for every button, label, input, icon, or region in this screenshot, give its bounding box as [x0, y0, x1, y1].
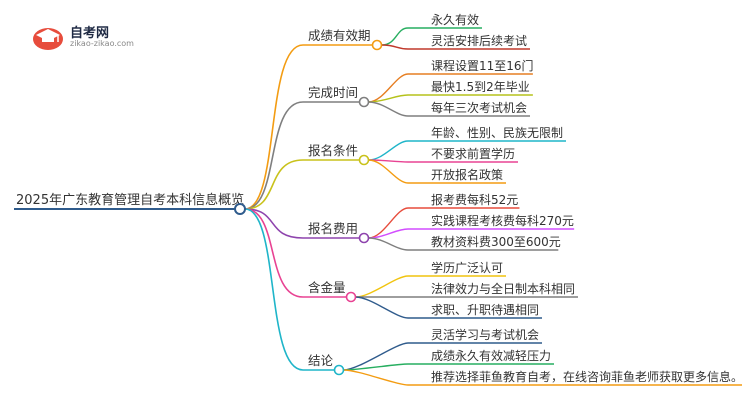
leaf-label: 最快1.5到2年毕业 — [431, 80, 530, 94]
site-logo[interactable]: 自考网 zikao-zikao.com — [30, 22, 150, 52]
root-node-circle[interactable] — [234, 203, 246, 215]
branch-label: 成绩有效期 — [308, 28, 371, 43]
leaf-label: 灵活安排后续考试 — [431, 33, 527, 48]
leaf-link — [381, 44, 409, 50]
leaf-label: 成绩永久有效减轻压力 — [431, 348, 551, 363]
branch-label: 完成时间 — [308, 85, 358, 100]
leaf-label: 实践课程考核费每科270元 — [431, 213, 574, 228]
leaf-link — [343, 369, 409, 386]
branch-label: 报名条件 — [308, 143, 358, 158]
leaf-label: 学历广泛认可 — [431, 260, 503, 275]
logo-name: 自考网 — [70, 26, 110, 41]
branch-link — [244, 159, 304, 210]
branch-label: 含金量 — [308, 280, 346, 295]
leaf-label: 课程设置11至16门 — [431, 58, 534, 73]
branch-label: 报名费用 — [308, 221, 358, 236]
branch-node-circle[interactable] — [345, 291, 357, 303]
leaf-label: 开放报名政策 — [431, 167, 503, 182]
leaf-link — [355, 296, 409, 319]
branch-link — [244, 208, 304, 298]
leaf-label: 推荐选择菲鱼教育自考，在线咨询菲鱼老师获取更多信息。 — [431, 369, 743, 384]
leaf-link — [368, 159, 409, 184]
branch-node-circle[interactable] — [371, 39, 383, 51]
root-label: 2025年广东教育管理自考本科信息概览 — [16, 192, 244, 208]
logo-url: zikao-zikao.com — [70, 39, 134, 48]
leaf-label: 报考费每科52元 — [431, 192, 518, 207]
branch-label: 结论 — [308, 353, 334, 368]
branch-node-circle[interactable] — [358, 96, 370, 108]
branch-node-circle[interactable] — [333, 364, 345, 376]
leaf-label: 每年三次考试机会 — [431, 100, 527, 115]
branch-node-circle[interactable] — [358, 232, 370, 244]
leaf-label: 灵活学习与考试机会 — [431, 327, 539, 342]
leaf-label: 年龄、性别、民族无限制 — [431, 126, 563, 140]
branch-node-circle[interactable] — [358, 154, 370, 166]
graduation-cap-icon — [33, 28, 63, 50]
leaf-link — [381, 27, 409, 46]
leaf-link — [368, 94, 409, 103]
leaf-link — [343, 342, 409, 371]
leaf-label: 不要求前置学历 — [431, 146, 515, 161]
leaf-label: 教材资料费300至600元 — [431, 234, 561, 249]
branch-link — [244, 208, 304, 239]
branch-link — [244, 208, 304, 371]
leaf-label: 永久有效 — [431, 12, 479, 27]
leaf-link — [368, 73, 409, 103]
branch-link — [244, 101, 304, 210]
leaf-link — [355, 275, 409, 298]
leaf-link — [368, 101, 409, 117]
leaf-label: 法律效力与全日制本科相同 — [431, 281, 575, 296]
branch-link — [244, 44, 304, 210]
leaf-link — [368, 140, 409, 161]
leaf-link — [368, 237, 409, 251]
leaf-label: 求职、升职待遇相同 — [431, 303, 539, 317]
